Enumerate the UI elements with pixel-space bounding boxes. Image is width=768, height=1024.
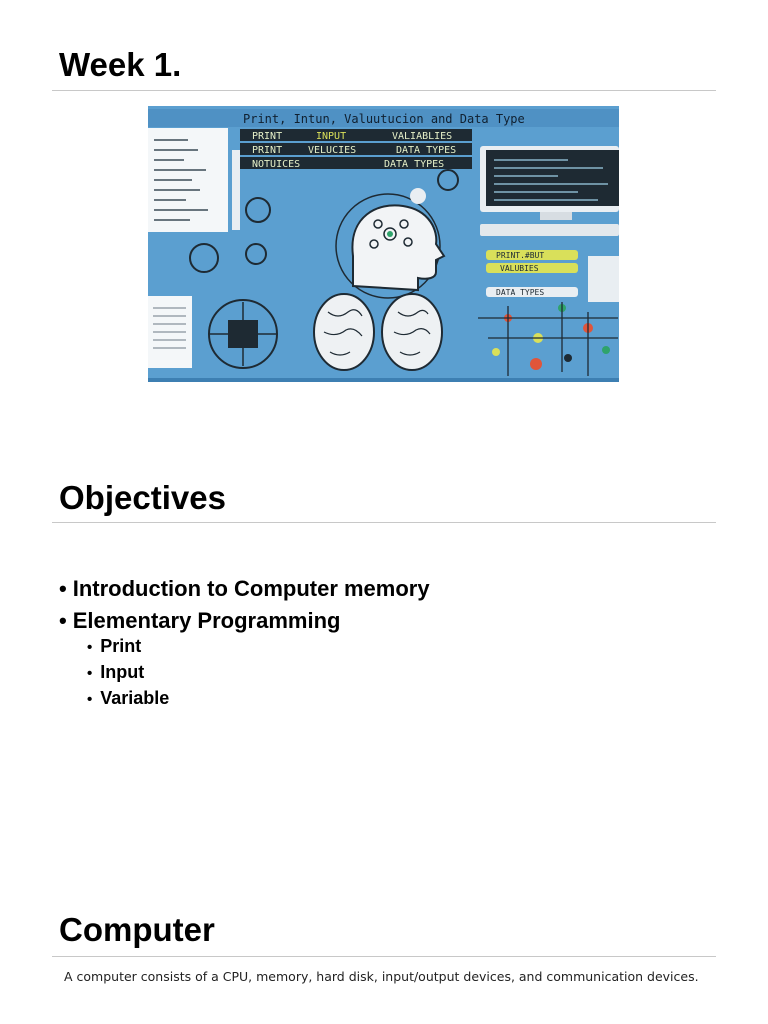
hero-label-right-print: PRINT.#BUT [496, 251, 544, 260]
hero-label-vars: VALIABLIES [392, 131, 452, 142]
week-title: Week 1. [59, 46, 182, 83]
computer-title: Computer [59, 911, 215, 948]
objective-label: Elementary Programming [72, 608, 341, 633]
subitem-input: Input [87, 660, 430, 686]
objectives-divider [52, 522, 716, 523]
objective-label: Introduction to Computer memory [72, 576, 430, 601]
hero-label-velucies: VELUCIES [308, 145, 356, 156]
objective-sublist: Print Input Variable [59, 634, 430, 712]
computer-divider [52, 956, 716, 957]
objectives-title: Objectives [59, 479, 226, 516]
hero-illustration: Print, Intun, Valuutucion and Data Type … [148, 106, 619, 382]
objective-item: Introduction to Computer memory [59, 576, 430, 602]
objective-item: Elementary Programming Print Input Varia… [59, 608, 430, 712]
hero-label-right-vars: VALUBIES [500, 264, 539, 273]
subitem-print: Print [87, 634, 430, 660]
objectives-list: Introduction to Computer memory Elementa… [59, 576, 430, 718]
subitem-variable: Variable [87, 686, 430, 712]
hero-label-print-2: PRINT [252, 145, 282, 156]
hero-label-print: PRINT [252, 131, 282, 142]
hero-banner-text: Print, Intun, Valuutucion and Data Type [243, 112, 525, 126]
hero-label-datatypes: DATA TYPES [396, 145, 456, 156]
hero-label-right-types: DATA TYPES [496, 288, 544, 297]
title-divider [52, 90, 716, 91]
computer-description: A computer consists of a CPU, memory, ha… [64, 969, 699, 984]
hero-label-datatypes-2: DATA TYPES [384, 159, 444, 170]
hero-label-notuices: NOTUICES [252, 159, 300, 170]
hero-label-input: INPUT [316, 131, 346, 142]
